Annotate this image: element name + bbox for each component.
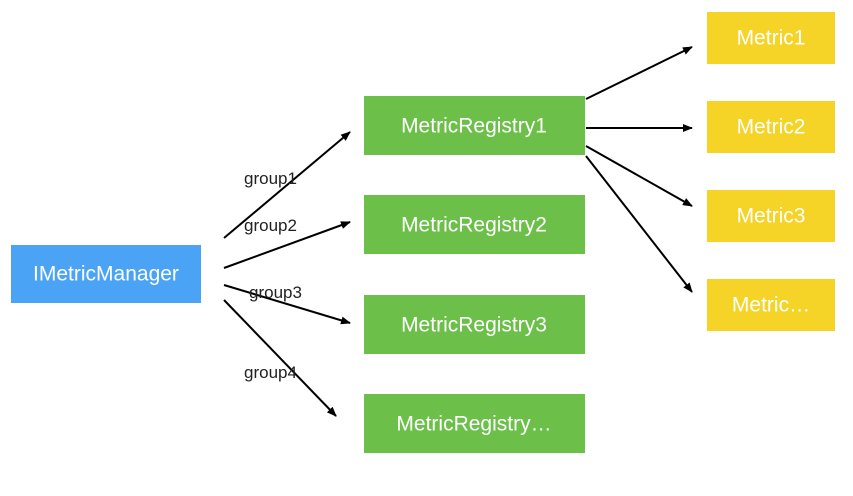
metric-node[interactable]: Metric…: [707, 279, 835, 331]
group-label: group3: [249, 283, 302, 302]
arrow-group4: [223, 299, 337, 417]
manager-box: [11, 245, 201, 303]
registry-box: [364, 195, 585, 254]
registry-label: MetricRegistry1: [401, 115, 547, 138]
metric-node[interactable]: Metric2: [707, 101, 835, 153]
arrow-group3: [223, 284, 351, 325]
group-labels: group1 group2 group3 group4: [244, 169, 302, 382]
registry-box: [364, 96, 585, 155]
registry-label: MetricRegistry3: [401, 314, 547, 337]
metric-label: Metric3: [737, 205, 806, 228]
arrow-metric3: [585, 145, 693, 207]
metric-node[interactable]: Metric1: [707, 12, 835, 64]
metric-label: Metric1: [737, 27, 806, 50]
metric-label: Metric2: [737, 116, 806, 139]
registry-to-metric-arrows: [585, 46, 693, 293]
metric-node[interactable]: Metric3: [707, 190, 835, 242]
manager-label: IMetricManager: [33, 263, 179, 286]
registry-box: [364, 295, 585, 354]
arrow-group2: [223, 221, 351, 269]
registry-label: MetricRegistry2: [401, 214, 547, 237]
manager-to-registry-arrows: [223, 131, 351, 417]
metric-box: [707, 190, 835, 242]
registry-node[interactable]: MetricRegistry…: [364, 394, 585, 453]
registry-node[interactable]: MetricRegistry1: [364, 96, 585, 155]
group-label: group2: [244, 216, 297, 235]
group-label: group4: [244, 363, 297, 382]
registry-label: MetricRegistry…: [396, 413, 551, 436]
manager-node[interactable]: IMetricManager: [11, 245, 201, 303]
arrow-metric-more: [585, 155, 693, 293]
arrow-group1: [223, 131, 351, 239]
registry-nodes: MetricRegistry1 MetricRegistry2 MetricRe…: [364, 96, 585, 453]
registry-node[interactable]: MetricRegistry3: [364, 295, 585, 354]
arrow-metric1: [585, 46, 693, 100]
registry-box: [364, 394, 585, 453]
metric-box: [707, 12, 835, 64]
metric-box: [707, 101, 835, 153]
registry-node[interactable]: MetricRegistry2: [364, 195, 585, 254]
metric-label: Metric…: [732, 294, 810, 317]
group-label: group1: [244, 169, 297, 188]
metric-nodes: Metric1 Metric2 Metric3 Metric…: [707, 12, 835, 331]
metric-box: [707, 279, 835, 331]
